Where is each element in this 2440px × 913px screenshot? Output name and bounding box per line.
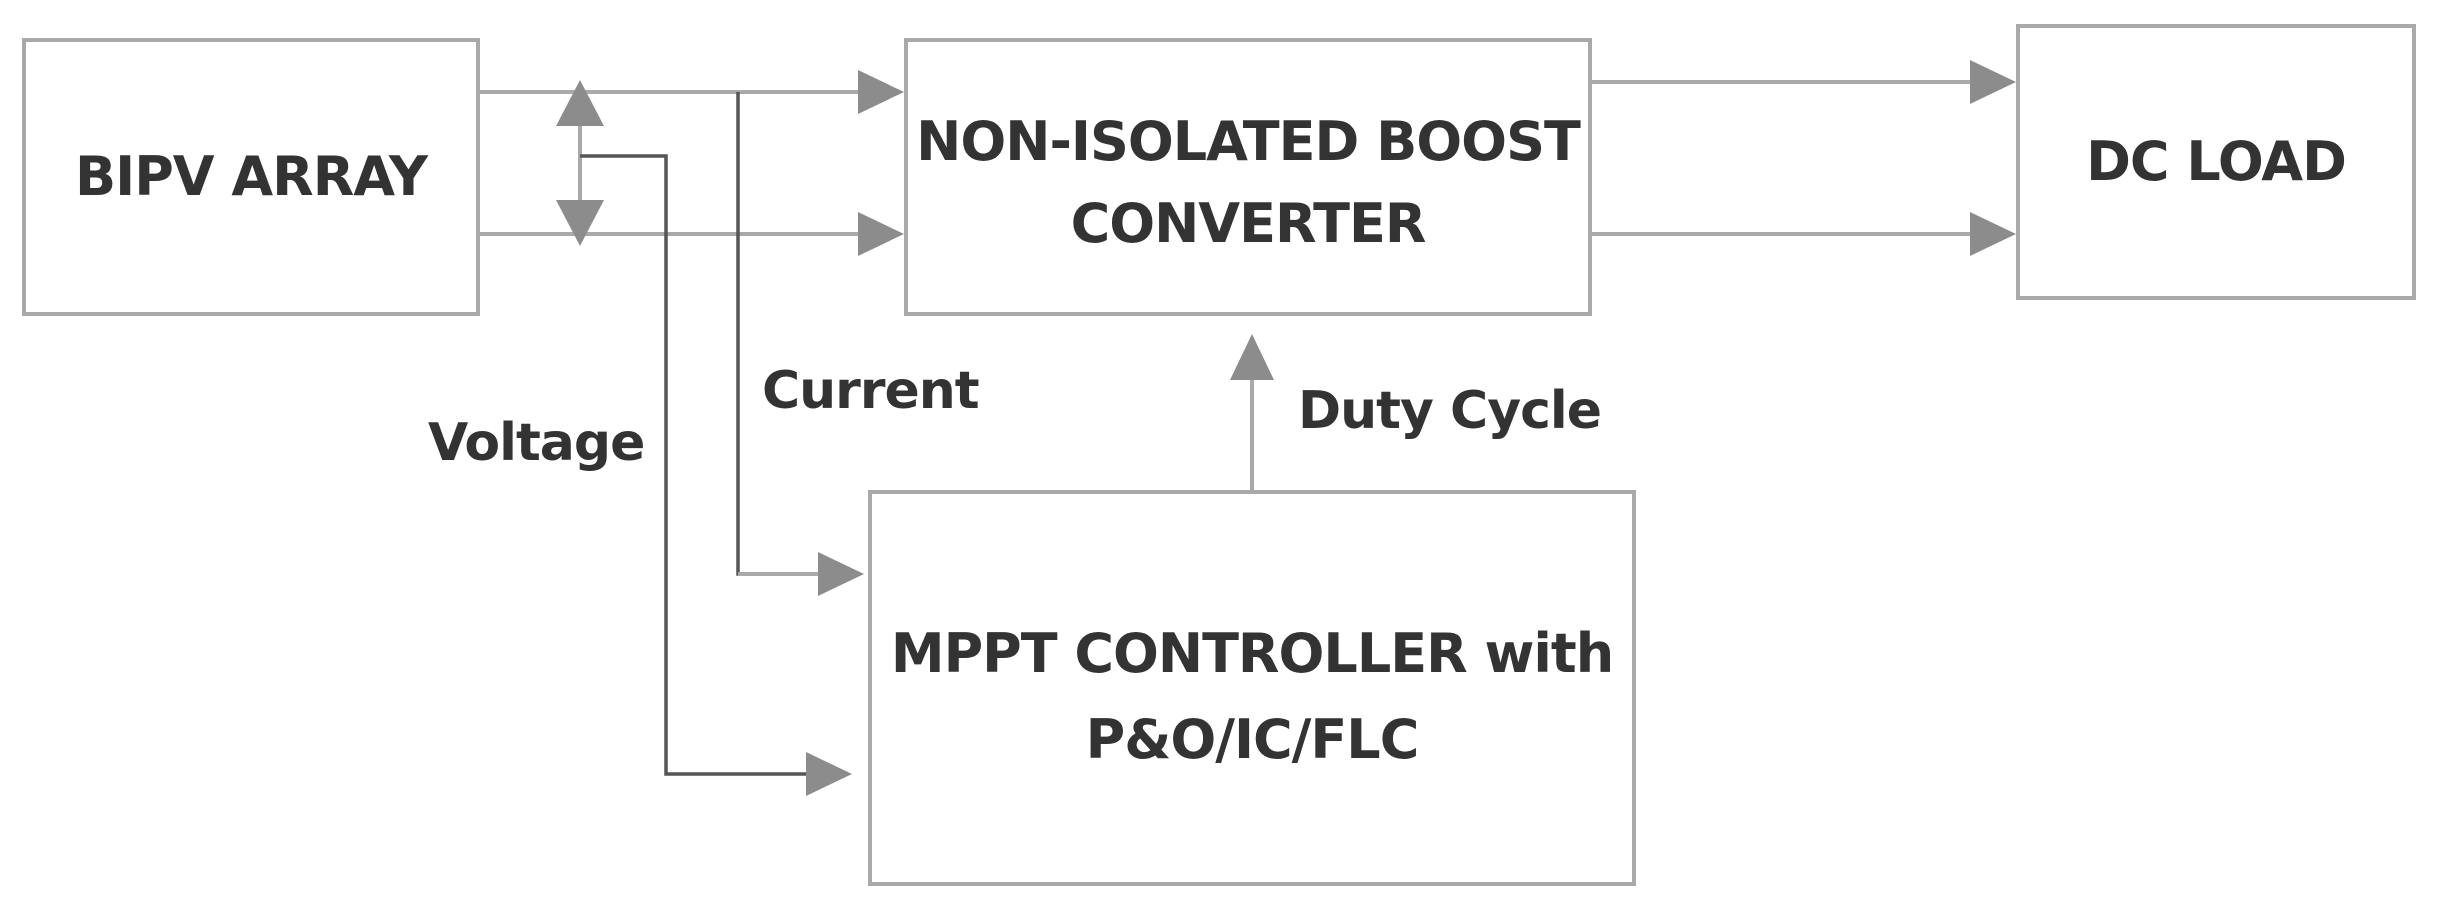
voltage-label: Voltage: [428, 413, 644, 473]
duty-cycle-label: Duty Cycle: [1298, 381, 1601, 441]
dc-load-label: DC LOAD: [2086, 130, 2346, 193]
boost-to-load-lower-connector: [1590, 212, 2016, 256]
current-sense-connector: [736, 92, 864, 596]
dc-load-block: DC LOAD: [2016, 24, 2416, 300]
voltage-sense-connector: [580, 154, 852, 796]
bipv-array-block: BIPV ARRAY: [22, 38, 480, 316]
voltage-sense-double-arrow: [556, 80, 604, 246]
bipv-to-boost-upper-connector: [478, 70, 904, 114]
mppt-controller-block: MPPT CONTROLLER with P&O/IC/FLC: [868, 490, 1636, 886]
boost-converter-label-line2: CONVERTER: [1071, 192, 1426, 255]
boost-converter-block: NON-ISOLATED BOOST CONVERTER: [904, 38, 1592, 316]
duty-cycle-connector: [1230, 334, 1274, 492]
boost-to-load-upper-connector: [1590, 60, 2016, 104]
current-label: Current: [762, 361, 979, 421]
bipv-array-label: BIPV ARRAY: [75, 145, 429, 208]
bipv-to-boost-lower-connector: [478, 212, 904, 256]
mppt-controller-label-line2: P&O/IC/FLC: [1086, 708, 1419, 771]
boost-converter-label-line1: NON-ISOLATED BOOST: [916, 110, 1581, 173]
mppt-controller-label-line1: MPPT CONTROLLER with: [891, 622, 1613, 685]
